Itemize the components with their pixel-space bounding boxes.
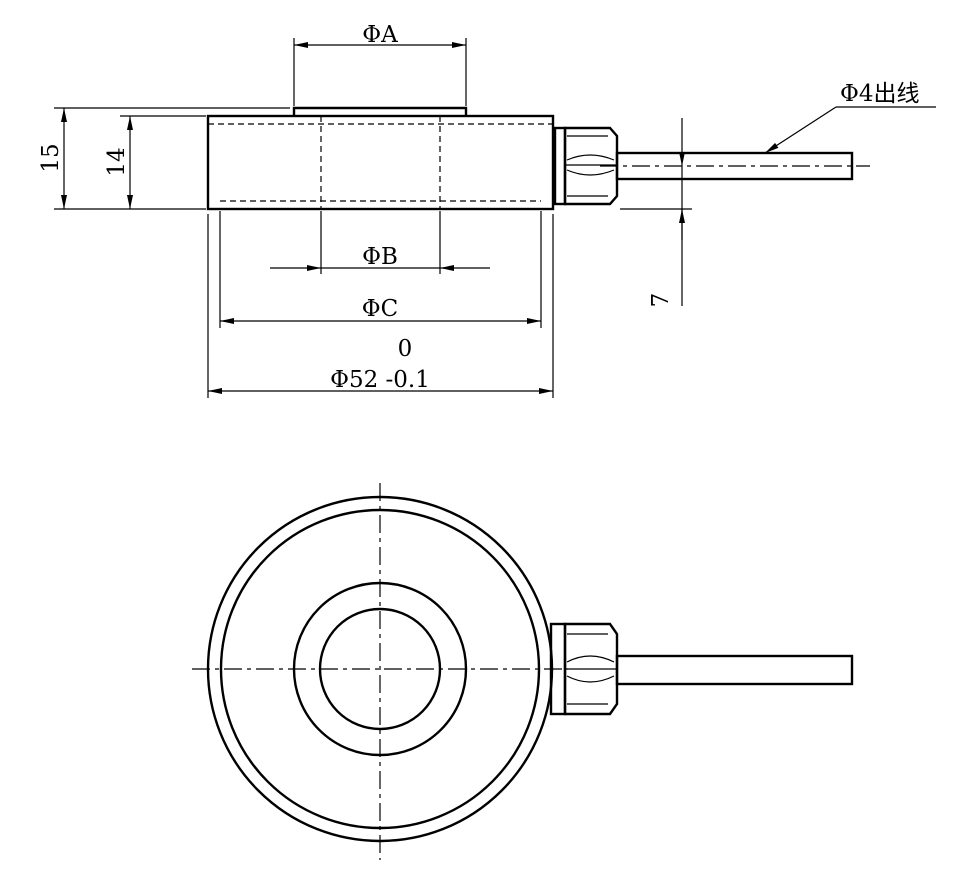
dim-b: ΦB <box>270 211 490 274</box>
dim-height-14-label: 14 <box>104 147 130 176</box>
dim-c: ΦC <box>219 211 542 328</box>
hidden-lines <box>208 116 553 209</box>
dim-b-label: ΦB <box>362 244 398 270</box>
dim-a-label: ΦA <box>362 22 398 48</box>
dim-outer: 0 Φ52 -0.1 <box>207 214 554 398</box>
dim-c-label: ΦC <box>362 296 398 322</box>
boss-inner-circle <box>318 607 442 731</box>
dim-cable-offset-label: 7 <box>648 293 674 308</box>
body-rim-circle <box>219 508 541 830</box>
boss-outer-circle <box>292 581 468 757</box>
dim-cable-offset: 7 <box>620 118 692 307</box>
dim-outer-tol-upper: 0 <box>398 336 413 362</box>
top-view <box>192 483 854 860</box>
top-boss-outline <box>292 106 468 116</box>
cable-gland-top <box>549 622 619 716</box>
sensor-body-outline <box>206 114 555 211</box>
dim-height-15: 15 <box>38 107 290 210</box>
dim-height-14: 14 <box>104 115 206 209</box>
side-view: ΦA ΦB ΦC 0 Φ52 -0.1 <box>38 22 936 398</box>
dim-outer-label: Φ52 -0.1 <box>330 367 430 393</box>
cable-note: Φ4出线 <box>764 81 936 154</box>
cable-note-label: Φ4出线 <box>840 81 920 107</box>
cable-gland-side <box>553 126 619 206</box>
dim-a: ΦA <box>293 22 467 106</box>
cable-top <box>615 654 854 686</box>
dim-height-15-label: 15 <box>38 143 64 172</box>
